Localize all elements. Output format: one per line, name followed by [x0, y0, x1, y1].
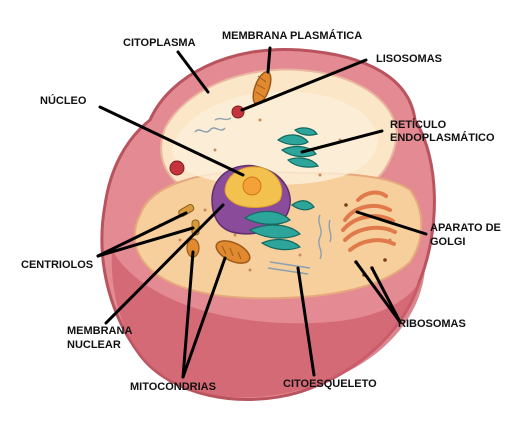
leader-membrana-nuclear: [104, 203, 225, 325]
cytoplasm-granules: [158, 118, 392, 272]
leader-reticulo: [300, 129, 384, 154]
label-centriolos: CENTRIOLOS: [21, 259, 94, 271]
endoplasmic-reticulum-upper: [276, 127, 320, 168]
leader-citoplasma: [176, 50, 210, 94]
label-ribosomas: RIBOSOMAS: [398, 318, 466, 330]
leader-mitocondrias-1: [181, 250, 195, 379]
leader-mitocondrias-2: [181, 256, 227, 379]
leader-nucleo: [98, 105, 245, 177]
label-citoplasma: CITOPLASMA: [123, 37, 196, 49]
leader-centriolos-1: [96, 211, 188, 258]
leader-ribosomas-2: [370, 266, 402, 324]
label-lisosomas: LISOSOMAS: [376, 53, 443, 65]
label-membrana-nuclear-line2: NUCLEAR: [67, 339, 121, 351]
nucleolus: [242, 176, 262, 196]
leader-membrana-plasmatica: [266, 46, 272, 74]
label-aparato-line2: GOLGI: [430, 236, 466, 248]
golgi-apparatus: [341, 190, 397, 252]
cytoskeleton-fibers: [194, 117, 332, 275]
leader-lines: [96, 46, 428, 379]
label-mitocondrias: MITOCONDRIAS: [130, 381, 216, 393]
label-nucleo: NÚCLEO: [40, 95, 87, 107]
label-membrana-nuclear-line1: MEMBRANA: [67, 325, 133, 337]
leader-ribosomas-1: [354, 260, 402, 324]
label-aparato-line1: APARATO DE: [430, 222, 501, 234]
label-citoesqueleto: CITOESQUELETO: [283, 378, 377, 390]
label-membrana-plasmatica: MEMBRANA PLASMÁTICA: [222, 30, 363, 42]
leader-aparato-golgi: [355, 210, 428, 236]
label-reticulo-line1: RETÍCULO: [390, 119, 447, 131]
leader-centriolos-2: [96, 226, 195, 258]
cytoplasm-inner: [172, 91, 378, 186]
label-reticulo-line2: ENDOPLASMÁTICO: [390, 132, 495, 144]
leader-lisosomas: [240, 58, 368, 112]
leader-citoesqueleto: [296, 266, 316, 377]
endoplasmic-reticulum-lower: [243, 200, 315, 251]
